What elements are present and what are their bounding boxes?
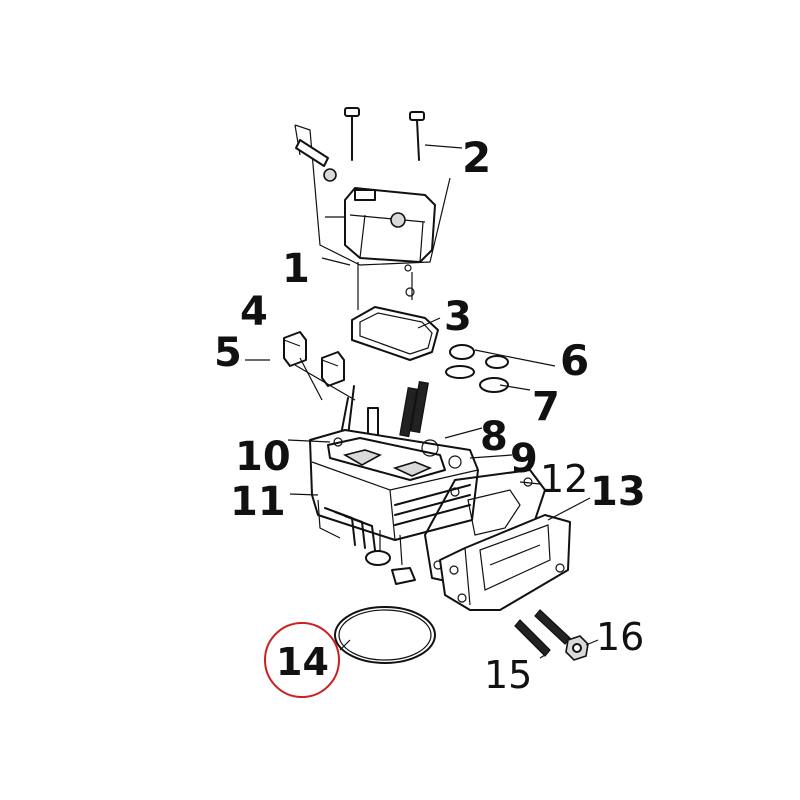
valve-cover: [325, 187, 436, 310]
label-13: 13: [590, 469, 646, 515]
cylinder-head: [309, 429, 479, 566]
label-6: 6: [560, 336, 589, 385]
push-rods: [299, 357, 429, 443]
label-7: 7: [532, 384, 560, 430]
head-gasket-ring: [334, 606, 436, 664]
breather-tube: [295, 139, 337, 182]
rocker-nut-5: [321, 351, 345, 387]
nut-washer-6: [445, 344, 556, 393]
studs: [514, 609, 571, 657]
valve-seals: [365, 550, 416, 585]
label-5: 5: [214, 330, 242, 376]
label-9: 9: [510, 436, 538, 482]
label-2: 2: [462, 133, 491, 182]
rocker-nut-4: [283, 331, 307, 367]
label-3: 3: [444, 294, 472, 340]
label-8: 8: [480, 414, 508, 460]
label-11: 11: [230, 479, 286, 525]
highlight-ring-14: [264, 622, 340, 698]
label-12: 12: [540, 457, 588, 501]
label-16: 16: [596, 615, 644, 659]
label-14: 14: [276, 640, 329, 684]
leader-lines: [245, 144, 599, 659]
label-15: 15: [484, 653, 532, 697]
valve-cover-bolt-right: [409, 111, 425, 161]
intake-manifold: [439, 514, 571, 611]
label-1: 1: [282, 246, 310, 292]
label-10: 10: [235, 434, 291, 480]
valve-cover-gasket: [351, 306, 439, 361]
label-4: 4: [240, 289, 268, 335]
valve-cover-bolt-left: [344, 107, 360, 161]
nut-16: [565, 635, 589, 661]
